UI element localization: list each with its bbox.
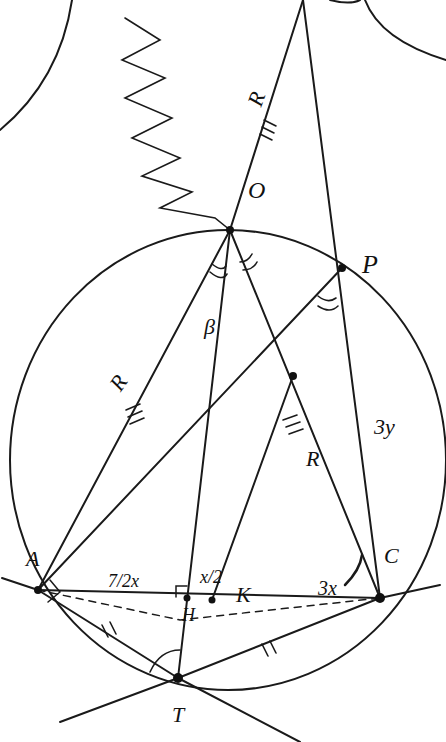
angle-arc	[318, 296, 336, 301]
line-segment	[303, 0, 380, 598]
length-label: x/2	[200, 568, 222, 586]
line-segment	[230, 0, 303, 230]
point-label: P	[362, 252, 378, 278]
length-label: R	[106, 371, 132, 395]
circumcircle	[10, 230, 446, 690]
angle-label: β	[204, 316, 215, 338]
angle-arc	[150, 650, 180, 672]
line-segment	[212, 376, 293, 600]
tick-marks	[102, 120, 303, 656]
line-segment	[38, 230, 230, 590]
point-label: K	[236, 584, 251, 606]
angle-arc	[318, 306, 338, 310]
length-label: R	[244, 89, 269, 109]
line-segment	[178, 230, 230, 678]
length-label: 3y	[374, 416, 395, 438]
point-label: T	[172, 704, 184, 726]
angle-arc	[345, 555, 362, 585]
line-segment	[38, 590, 178, 678]
angle-arc	[212, 264, 226, 269]
line-segment	[230, 230, 380, 598]
point-label: H	[182, 606, 195, 624]
line-segment	[60, 678, 178, 722]
length-label: 3x	[318, 578, 337, 598]
arc-fragment	[365, 0, 446, 60]
point-dots	[34, 226, 385, 683]
line-segment	[380, 585, 440, 598]
angle-arc	[210, 272, 227, 278]
point-label: O	[248, 178, 265, 202]
angle-arc	[243, 262, 257, 270]
arc-fragment	[0, 0, 72, 130]
point-label: A	[26, 548, 39, 570]
angle-arc	[240, 254, 252, 262]
right-angle-mark	[48, 580, 60, 602]
point-label: C	[384, 545, 399, 567]
spring-squiggle	[122, 18, 230, 230]
line-segment	[2, 578, 38, 590]
line-segment	[178, 598, 380, 678]
line-segment	[178, 678, 300, 742]
line-segment	[38, 268, 342, 590]
length-label: R	[306, 448, 319, 470]
arc-fragment	[330, 0, 360, 3]
length-label: 7/2x	[108, 572, 139, 590]
